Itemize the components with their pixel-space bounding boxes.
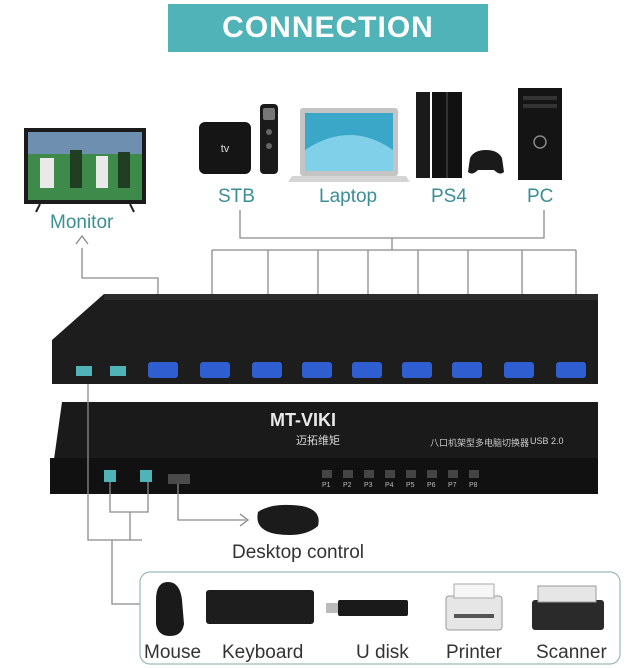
banner-title: CONNECTION: [168, 4, 488, 52]
peripherals-box: [139, 571, 621, 665]
kvm-usb-version: USB 2.0: [530, 436, 564, 446]
laptop-icon: [288, 108, 410, 182]
pc-icon: [518, 88, 562, 180]
monitor-label: Monitor: [50, 212, 114, 233]
mouse-label: Mouse: [144, 642, 202, 663]
ps4-icon: [416, 92, 504, 178]
stb-label: STB: [218, 186, 255, 207]
ps4-label: PS4: [431, 186, 467, 207]
stb-icon: tv: [199, 104, 278, 174]
port-label: P5: [406, 482, 415, 489]
port-label: P8: [469, 482, 478, 489]
svg-text:tv: tv: [221, 143, 230, 155]
udisk-label: U disk: [356, 642, 409, 663]
kvm-subtitle-cn: 八口机架型多电脑切换器: [430, 438, 530, 448]
kvm-brand: MT-VIKI: [270, 410, 336, 430]
keyboard-icon: [206, 590, 314, 624]
vga-ports: [148, 362, 586, 378]
scanner-icon: [532, 585, 604, 630]
desktop-control-icon: [257, 504, 319, 535]
keyboard-label: Keyboard: [222, 642, 304, 663]
port-buttons: [322, 470, 479, 478]
port-label: P6: [427, 482, 436, 489]
printer-icon: [445, 583, 503, 631]
monitor-icon: [24, 128, 146, 213]
desktop-control-label: Desktop control: [232, 542, 365, 563]
printer-label: Printer: [446, 642, 502, 663]
kvm-brand-cn: 迈拓维矩: [296, 435, 340, 447]
mouse-icon: [156, 582, 184, 636]
port-label: P2: [343, 482, 352, 489]
kvm-back-panel: [52, 294, 598, 384]
pc-label: PC: [527, 186, 554, 207]
port-label: P7: [448, 482, 457, 489]
scanner-label: Scanner: [536, 642, 607, 663]
laptop-label: Laptop: [319, 186, 378, 207]
port-label: P4: [385, 482, 394, 489]
port-label: P1: [322, 482, 331, 489]
peripheral-lines: [87, 384, 250, 605]
udisk-icon: [326, 600, 408, 616]
port-label: P3: [364, 482, 373, 489]
